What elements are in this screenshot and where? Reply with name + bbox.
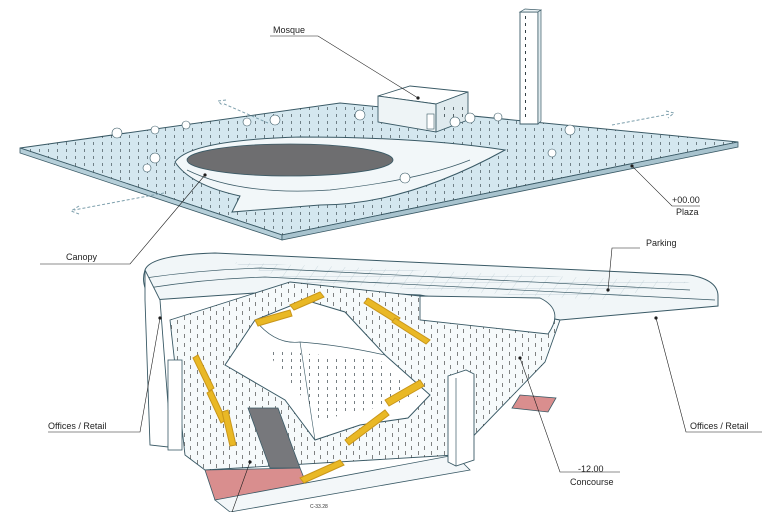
parking-deck [143, 252, 719, 321]
canopy-label: Canopy [66, 252, 98, 262]
plaza-label: Plaza [676, 207, 699, 217]
lower-level-label: C-33.28 [310, 504, 328, 510]
concourse-level-label: -12.00 [578, 464, 604, 474]
leader-dots [158, 96, 658, 464]
left-wing [144, 269, 183, 451]
canopy-opening [174, 136, 507, 213]
parking-label: Parking [646, 238, 677, 248]
escalators [192, 291, 431, 484]
offices-retail-left-label: Offices / Retail [48, 421, 107, 431]
pedestrian-arrows [69, 99, 676, 215]
mosque-building [377, 85, 469, 133]
mosque-label: Mosque [273, 25, 306, 35]
shaft-tower [447, 369, 475, 467]
central-canopy-structure [224, 299, 431, 441]
plaza-level-label: +00.00 [672, 195, 700, 205]
leader-lines [40, 35, 762, 512]
platform-void [204, 394, 557, 512]
concourse-label: Concourse [570, 477, 614, 487]
right-wing [419, 295, 556, 335]
trees [111, 109, 576, 184]
minaret [518, 8, 543, 125]
offices-retail-right-label: Offices / Retail [690, 421, 749, 431]
